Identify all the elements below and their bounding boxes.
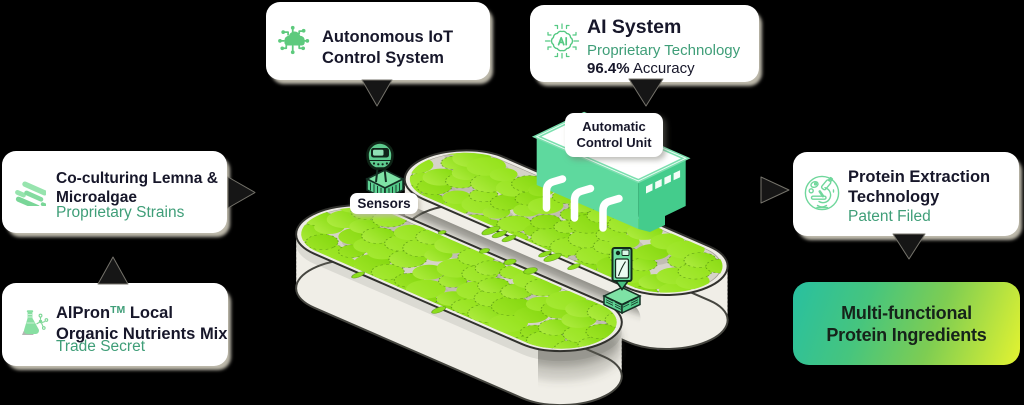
svg-text:Automatic: Automatic	[582, 119, 646, 134]
svg-text:Sensors: Sensors	[357, 196, 410, 211]
svg-text:Control Unit: Control Unit	[576, 135, 652, 150]
